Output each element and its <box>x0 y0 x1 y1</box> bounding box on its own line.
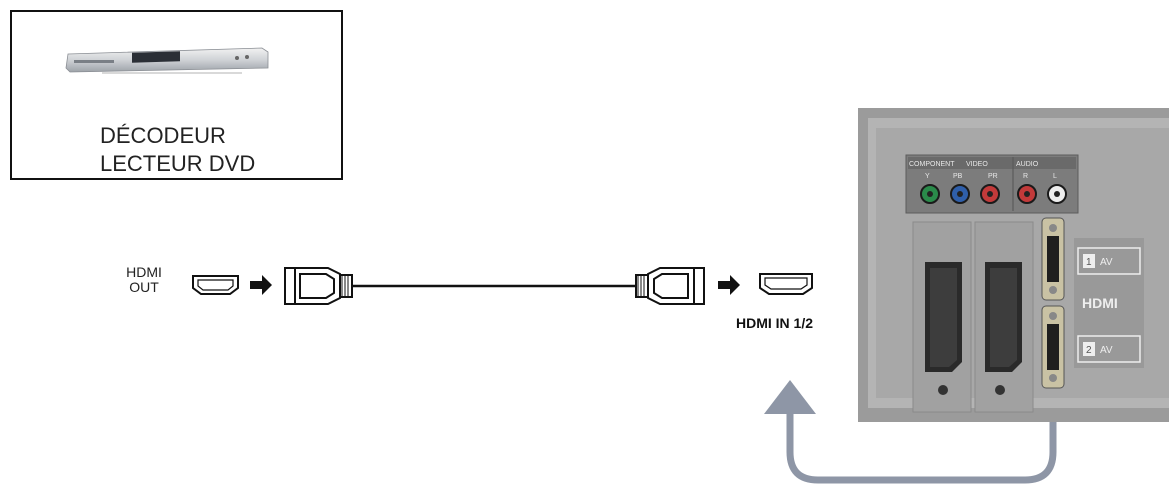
audio-label: AUDIO <box>1016 161 1039 168</box>
arrow-right-icon <box>718 275 740 295</box>
jack-y-label: Y <box>925 173 930 180</box>
hdmi-logo: HDMI <box>1082 295 1118 311</box>
hdmi-out-label: HDMI OUT <box>112 265 176 295</box>
tv-hdmi-port-2-icon <box>1041 305 1065 389</box>
device-label-line2: LECTEUR DVD <box>100 151 256 176</box>
jack-pr-label: PR <box>988 173 998 180</box>
hdmi-out-label-line1: HDMI <box>126 264 162 280</box>
source-device-label: DÉCODEUR LECTEUR DVD <box>100 122 255 178</box>
dvd-player-image <box>65 47 269 74</box>
scart-connector-1-icon <box>912 221 972 413</box>
jack-l-label: L <box>1053 173 1057 180</box>
hdmi-out-label-line2: OUT <box>129 279 159 295</box>
hdmi-plug-left-icon <box>284 267 353 305</box>
hdmi1-number: 1 <box>1086 257 1092 268</box>
hdmi1-label: AV <box>1100 257 1113 268</box>
source-device-box: DÉCODEUR LECTEUR DVD <box>10 10 343 180</box>
jack-pb-label: PB <box>953 173 963 180</box>
hdmi-out-port-icon <box>192 275 239 295</box>
arrow-right-icon <box>250 275 272 295</box>
hdmi-plug-right-icon <box>635 267 705 305</box>
arrow-up-icon <box>764 380 816 414</box>
video-label: VIDEO <box>966 161 988 168</box>
device-label-line1: DÉCODEUR <box>100 123 226 148</box>
return-arrow-icon <box>786 396 1057 484</box>
component-label: COMPONENT <box>909 161 955 168</box>
hdmi-in-label: HDMI IN 1/2 <box>736 315 814 331</box>
tv-back-panel: COMPONENT VIDEO AUDIO Y PB PR R L <box>858 108 1169 422</box>
jack-r-label: R <box>1023 173 1028 180</box>
hdmi-in-port-icon <box>759 273 813 295</box>
hdmi2-number: 2 <box>1086 345 1092 356</box>
tv-hdmi-port-1-icon <box>1041 217 1065 301</box>
hdmi2-label: AV <box>1100 345 1113 356</box>
scart-connector-2-icon <box>974 221 1034 413</box>
